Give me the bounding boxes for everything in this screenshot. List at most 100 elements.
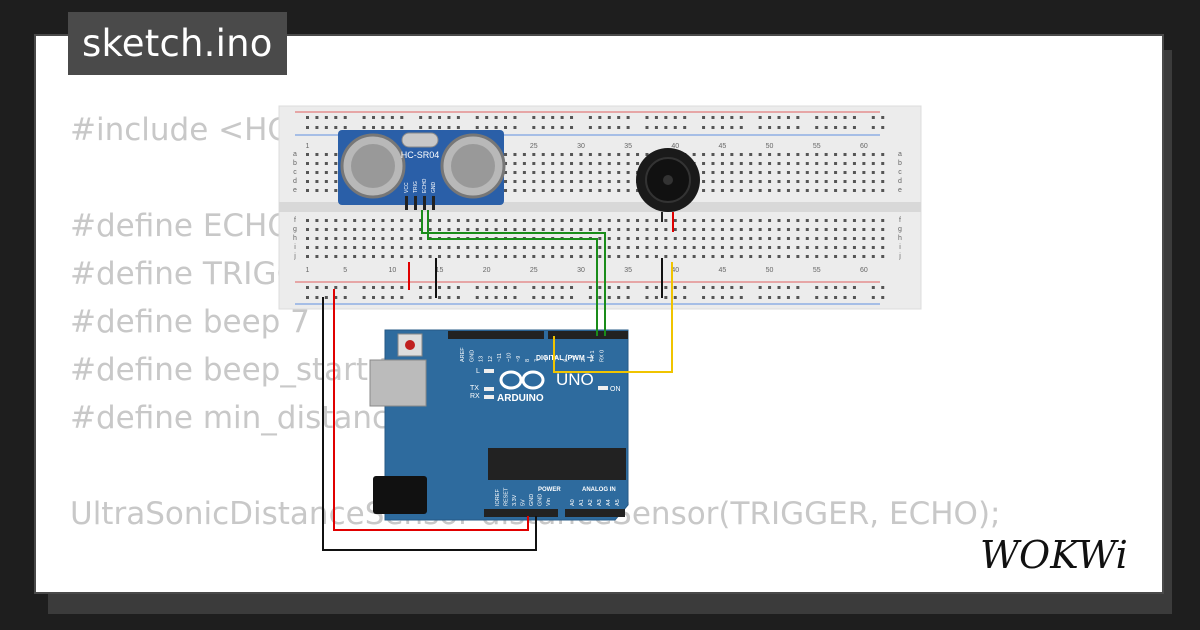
arduino-pin-label: RX 0 [600, 350, 606, 362]
arduino-pin-label: ~6 [544, 356, 550, 362]
row-letter: a [898, 151, 902, 158]
arduino-pin-label: A2 [588, 499, 594, 506]
sensor-name: HC-SR04 [401, 150, 440, 160]
column-number: 35 [624, 143, 632, 150]
row-letter: i [899, 244, 901, 251]
digital-label: DIGITAL (PWM ~) [536, 355, 593, 362]
arduino-pin-label: ~10 [507, 353, 513, 362]
column-number: 25 [530, 267, 538, 274]
row-letter: g [898, 226, 902, 233]
arduino-brand-label: ARDUINO [497, 393, 544, 404]
column-number: 25 [530, 143, 538, 150]
column-number: 40 [671, 267, 679, 274]
arduino-pin-label: 13 [479, 356, 485, 362]
column-number: 10 [388, 267, 396, 274]
arduino-logo [499, 370, 545, 390]
sensor-pin-label: GND [431, 182, 437, 194]
code-line: #define beep 7 [70, 304, 310, 340]
arduino-pin-label: A0 [570, 499, 576, 506]
uno-label: UNO [556, 370, 594, 389]
microcontroller-chip [488, 448, 626, 480]
arduino-pin-label: 4 [562, 359, 568, 362]
column-number: 5 [343, 267, 347, 274]
arduino-pin-label: 3.3V [512, 494, 518, 506]
arduino-pin-label: AREF [460, 347, 466, 362]
arduino-pin-label: ~9 [516, 356, 522, 362]
rx-led-label: RX [470, 393, 480, 400]
row-letter: b [898, 160, 902, 167]
column-number: 30 [577, 143, 585, 150]
arduino-pin-label: A4 [606, 499, 612, 506]
arduino-pin-label: 5V [521, 499, 527, 506]
wires [322, 210, 674, 551]
arduino-pin-label: Vin [546, 498, 552, 506]
column-number: 60 [860, 267, 868, 274]
row-letter: j [898, 253, 901, 260]
arduino-pin-label: A3 [597, 499, 603, 506]
arduino-pin-label: ~3 [572, 356, 578, 362]
arduino-pin-label: GND [469, 350, 475, 362]
sensor-pin-label: TRIG [413, 181, 419, 193]
column-number: 45 [719, 267, 727, 274]
arduino-pin-label: ~11 [497, 353, 503, 362]
power-label: POWER [538, 487, 561, 493]
sensor-pin-label: VCC [404, 182, 410, 193]
column-number: 60 [860, 143, 868, 150]
row-letter: h [293, 235, 297, 242]
arduino-pin-label: 8 [525, 359, 531, 362]
column-number: 55 [813, 267, 821, 274]
row-letter: g [293, 226, 297, 233]
column-number: 20 [483, 267, 491, 274]
arduino-pin-label: GND [538, 494, 544, 506]
column-number: 45 [719, 143, 727, 150]
arduino-pin-label: RESET [504, 487, 510, 506]
column-number: 50 [766, 143, 774, 150]
row-letter: f [294, 217, 296, 224]
row-letter: c [293, 169, 297, 176]
usb-port [369, 359, 427, 407]
arduino-pin-label: A1 [579, 499, 585, 506]
arduino-pin-label: 7 [534, 359, 540, 362]
column-number: 15 [436, 267, 444, 274]
column-number: 55 [813, 143, 821, 150]
tx-led-label: TX [470, 385, 479, 392]
arduino-pin-label: GND [529, 494, 535, 506]
wokwi-logo: WOKWi [980, 530, 1150, 580]
power-jack [373, 476, 427, 514]
row-letter: d [293, 178, 297, 185]
buzzer[interactable] [636, 148, 700, 222]
row-letter: c [898, 169, 902, 176]
column-number: 1 [306, 143, 310, 150]
row-letter: f [899, 217, 901, 224]
on-label: ON [610, 386, 621, 393]
column-number: 40 [671, 143, 679, 150]
file-tab[interactable]: sketch.ino [68, 12, 287, 75]
arduino-pin-label: A5 [615, 499, 621, 506]
arduino-pin-label: IOREF [495, 489, 501, 506]
column-number: 50 [766, 267, 774, 274]
row-letter: b [293, 160, 297, 167]
row-letter: j [293, 253, 296, 260]
arduino-pin-label: ~5 [553, 356, 559, 362]
arduino-pin-label: TX 1 [590, 350, 596, 362]
sensor-pin-label: ECHO [422, 178, 428, 193]
row-letter: h [898, 235, 902, 242]
analog-label: ANALOG IN [582, 487, 616, 493]
column-number: 30 [577, 267, 585, 274]
l-led-label: L [476, 368, 480, 375]
arduino-pin-label: 2 [581, 359, 587, 362]
row-letter: e [898, 187, 902, 194]
arduino-pin-label: 12 [488, 356, 494, 362]
column-number: 35 [624, 267, 632, 274]
column-number: 1 [306, 267, 310, 274]
row-letter: i [294, 244, 296, 251]
wokwi-logo-text: WOKWi [980, 533, 1128, 575]
row-letter: e [293, 187, 297, 194]
row-letter: d [898, 178, 902, 185]
row-letter: a [293, 151, 297, 158]
